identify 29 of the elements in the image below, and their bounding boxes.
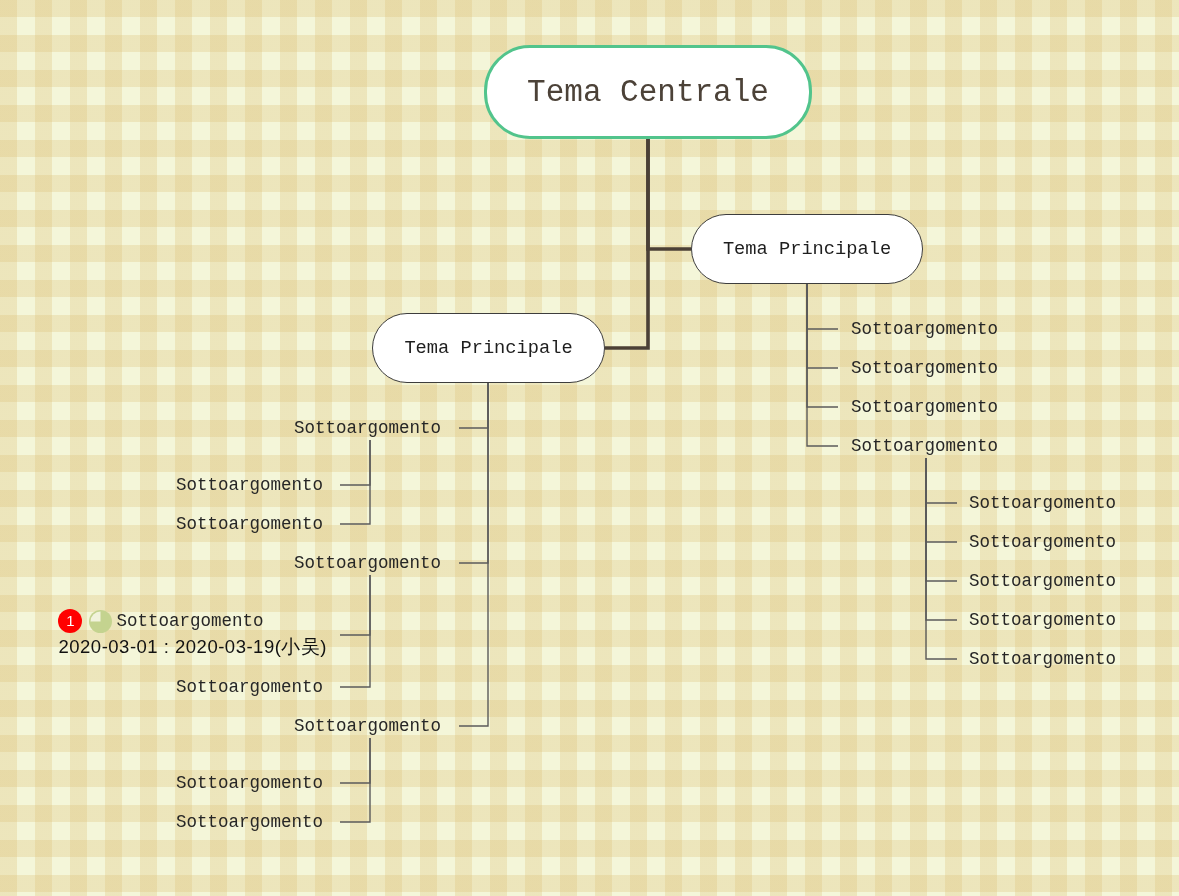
subtopic-label: Sottoargomento bbox=[851, 435, 999, 458]
subtopic-label: Sottoargomento bbox=[293, 552, 441, 575]
subtopic-label: Sottoargomento bbox=[969, 570, 1117, 593]
subtopic-label: Sottoargomento bbox=[851, 396, 999, 419]
subtopic-label: Sottoargomento bbox=[175, 474, 323, 497]
connector-line bbox=[339, 574, 371, 688]
subtopic-label: Sottoargomento bbox=[116, 610, 264, 633]
subtopic-label: Sottoargomento bbox=[175, 811, 323, 834]
main-topic-box: Tema Principale bbox=[691, 214, 923, 284]
subtopic-label: Sottoargomento bbox=[969, 648, 1117, 671]
connector-line bbox=[806, 283, 839, 447]
connector-line bbox=[458, 382, 489, 727]
subtopic-label: Sottoargomento bbox=[969, 492, 1117, 515]
subtopic-label: Sottoargomento bbox=[293, 715, 441, 738]
subtopic-label: Sottoargomento bbox=[969, 609, 1117, 632]
main-topic-box: Tema Principale bbox=[372, 313, 605, 383]
subtopic-label: Sottoargomento bbox=[293, 417, 441, 440]
subtopic-label: Sottoargomento bbox=[175, 513, 323, 536]
connector-line bbox=[925, 457, 958, 660]
connector-line bbox=[339, 439, 371, 525]
central-topic-box: Tema Centrale bbox=[484, 45, 812, 139]
subtopic-label: Sottoargomento bbox=[175, 676, 323, 699]
date-range-text: 2020-03-01 : 2020-03-19(小吴) bbox=[58, 635, 327, 659]
subtopic-label: Sottoargomento bbox=[969, 531, 1117, 554]
connector-line bbox=[605, 139, 650, 350]
subtopic-label: Sottoargomento bbox=[851, 318, 999, 341]
connector-line bbox=[339, 737, 371, 823]
subtopic-label: Sottoargomento bbox=[851, 357, 999, 380]
subtopic-label: Sottoargomento bbox=[175, 772, 323, 795]
